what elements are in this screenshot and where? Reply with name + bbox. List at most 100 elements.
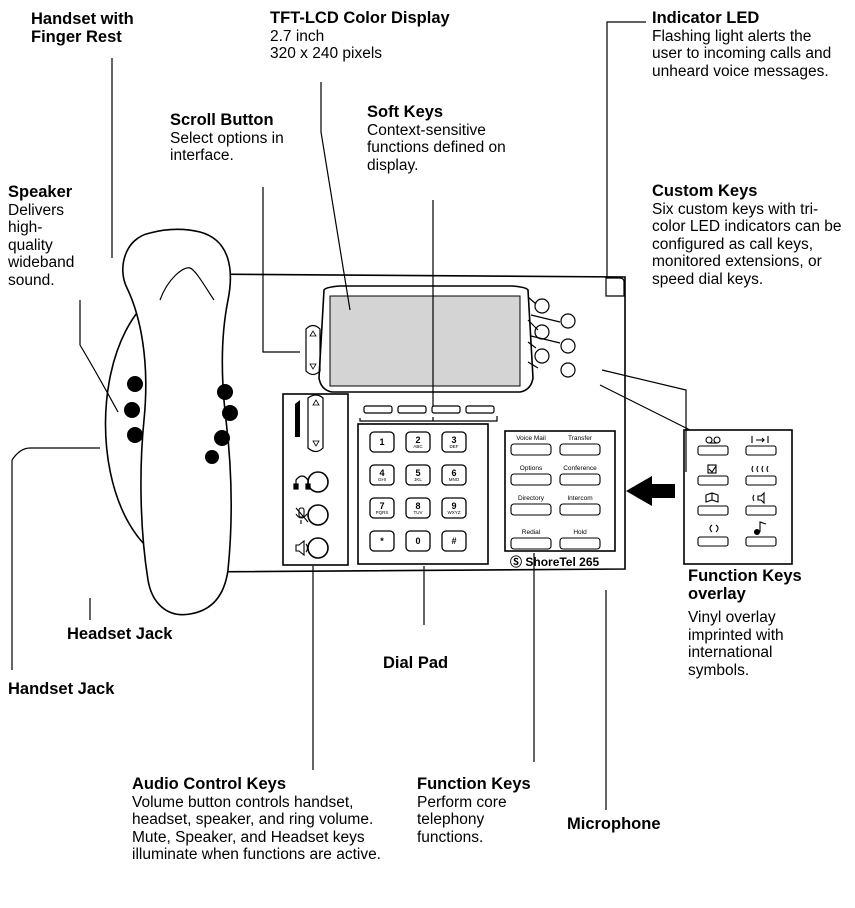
dial-key-digit: 7 [379,501,385,511]
function-key-label: Hold [573,529,587,536]
callout-softkeys: Soft Keys Context-sensitive functions de… [367,103,519,174]
callout-display: TFT-LCD Color Display 2.7 inch 320 x 240… [270,9,530,63]
volume-wedge [295,400,300,437]
volume-up-arrow [312,399,320,406]
speaker-grille [124,376,238,464]
function-key-label: Directory [517,495,544,502]
callout-display-desc: 2.7 inch 320 x 240 pixels [270,27,383,63]
dial-key-9[interactable] [441,497,467,519]
dial-key-digit: 8 [415,501,421,511]
dial-key-label: # [442,536,466,546]
scroll-down-arrow [309,363,317,370]
dial-key-letters: GHI [377,477,386,482]
dial-key-7[interactable] [369,497,395,519]
brand-logo: Ⓢ ShoreTel 265 [510,553,599,570]
callout-softkeys-title: Soft Keys [367,103,444,121]
dial-key-digit: 5 [415,468,421,478]
callout-scroll: Scroll Button Select options in interfac… [170,111,312,165]
callout-scroll-title: Scroll Button [170,111,274,129]
callout-handset: Handset with Finger Rest [31,10,181,46]
function-key-intercom[interactable] [559,503,601,516]
function-key-conference[interactable] [559,473,601,486]
dial-key-8[interactable] [405,497,431,519]
dial-key-letters: JKL [414,477,422,482]
callout-indicator-desc: Flashing light alerts the user to incomi… [652,27,832,80]
display-screen [329,295,521,387]
dial-key-letters: ABC [413,444,423,449]
callout-overlay-desc: Vinyl overlay imprinted with internation… [688,609,784,679]
dial-key-digit: 6 [451,468,457,478]
function-key-label: Redial [521,529,541,536]
callout-custom: Custom Keys Six custom keys with tri-col… [652,182,850,289]
callout-audio: Audio Control Keys Volume button control… [132,775,392,864]
label-handset-jack: Handset Jack [8,680,115,698]
callout-handset-title: Handset with Finger Rest [31,10,134,46]
function-key-options[interactable] [510,473,552,486]
dial-key-4[interactable] [369,464,395,486]
dial-key-digit: # [451,536,457,546]
leader-lines [11,21,691,810]
dial-key-label: 0 [406,536,430,546]
custom-keys [527,296,576,378]
callout-display-title: TFT-LCD Color Display [270,9,450,27]
function-key-hold[interactable] [559,537,601,550]
callout-custom-desc: Six custom keys with tri-color LED indic… [652,200,842,288]
callout-function-title: Function Keys [417,775,531,793]
dial-key-letters: PQRS [375,510,389,515]
dial-key-2[interactable] [405,431,431,453]
callout-audio-title: Audio Control Keys [132,775,287,793]
dial-key-3[interactable] [441,431,467,453]
callout-indicator-title: Indicator LED [652,9,760,27]
brand-swirl-icon: Ⓢ [510,555,523,569]
function-key-transfer[interactable] [559,443,601,456]
callout-overlay-title: Function Keys overlay [688,567,802,603]
finger-rest [159,267,215,301]
function-key-redial[interactable] [510,537,552,550]
callout-speaker: Speaker Delivers high-quality wideband s… [8,183,74,290]
indicator-led [605,277,625,297]
function-key-label: Intercom [567,495,593,502]
phone-body-outline [184,273,626,573]
dial-key-letters: TUV [413,510,423,515]
label-microphone: Microphone [567,815,661,833]
callout-function: Function Keys Perform core telephony fun… [417,775,551,846]
display-bezel [318,285,534,393]
volume-down-arrow [312,440,320,447]
dial-key-digit: 3 [451,435,457,445]
dial-key-letters: DEF [449,444,459,449]
dial-keys [369,431,467,552]
mute-icon [295,507,309,524]
dial-key-digit: 2 [415,435,421,445]
dial-key-digit: 4 [379,468,385,478]
scroll-up-arrow [309,330,317,337]
label-dial-pad: Dial Pad [383,654,449,672]
dial-key-pound[interactable] [441,530,467,552]
dial-key-label: 1 [370,438,394,447]
function-key-label: Options [519,465,543,472]
dial-key-1[interactable] [369,431,395,453]
callout-audio-desc: Volume button controls handset, headset,… [132,793,381,864]
function-overlay-card [683,429,793,565]
dial-key-label: * [370,536,394,546]
function-key-voice-mail[interactable] [510,443,552,456]
scroll-button [305,324,321,376]
callout-overlay: Function Keys overlay Vinyl overlay impr… [688,567,848,680]
function-key-directory[interactable] [510,503,552,516]
dial-key-digit: * [380,536,384,546]
dial-key-0[interactable] [405,530,431,552]
dial-key-5[interactable] [405,464,431,486]
callout-scroll-desc: Select options in interface. [170,129,284,165]
speaker-icon [295,539,309,557]
dial-key-digit: 0 [415,536,421,546]
volume-button [307,394,324,453]
dial-key-star[interactable] [369,530,395,552]
dial-key-6[interactable] [441,464,467,486]
handset [122,228,232,616]
